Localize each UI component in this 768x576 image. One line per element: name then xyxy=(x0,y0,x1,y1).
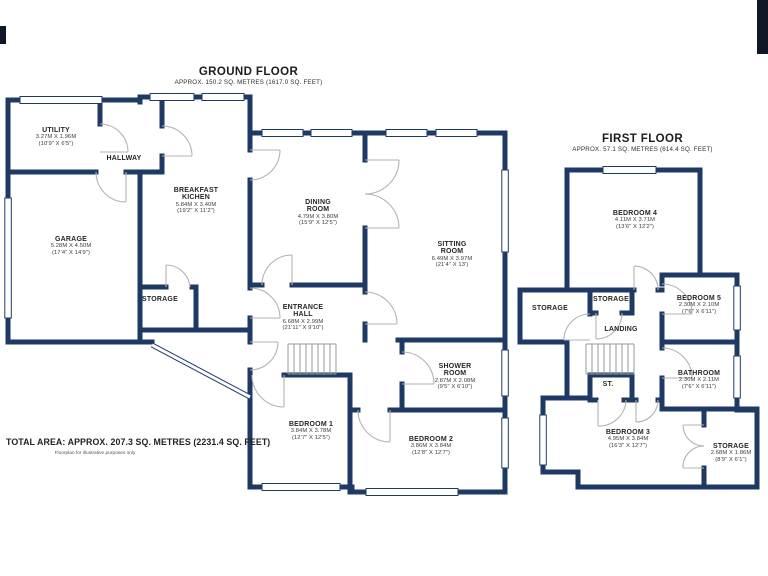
stairs-first xyxy=(585,343,635,375)
porch-diagonal xyxy=(150,342,252,400)
ground-floor-walls xyxy=(5,94,508,495)
first-floor-subtitle: APPROX. 57.1 SQ. METRES (614.4 SQ. FEET) xyxy=(572,146,713,153)
first-floor-walls xyxy=(517,167,760,490)
ground-floor-title: GROUND FLOOR APPROX. 150.2 SQ. METRES (1… xyxy=(146,66,351,87)
door-arcs xyxy=(95,123,705,469)
stairs-ground xyxy=(287,343,337,375)
first-floor-title-text: FIRST FLOOR xyxy=(601,133,684,145)
windows xyxy=(4,93,741,496)
scan-artifact-left xyxy=(0,26,6,44)
ground-floor-title-text: GROUND FLOOR xyxy=(198,66,299,78)
disclaimer-text: Floorplan for illustrative purposes only xyxy=(54,451,136,456)
ground-floor-subtitle: APPROX. 150.2 SQ. METRES (1617.0 SQ. FEE… xyxy=(174,79,323,86)
total-area-text: TOTAL AREA: APPROX. 207.3 SQ. METRES (22… xyxy=(6,437,271,447)
first-floor-title: FIRST FLOOR APPROX. 57.1 SQ. METRES (614… xyxy=(555,133,730,154)
scan-artifact-top-right xyxy=(757,0,768,54)
